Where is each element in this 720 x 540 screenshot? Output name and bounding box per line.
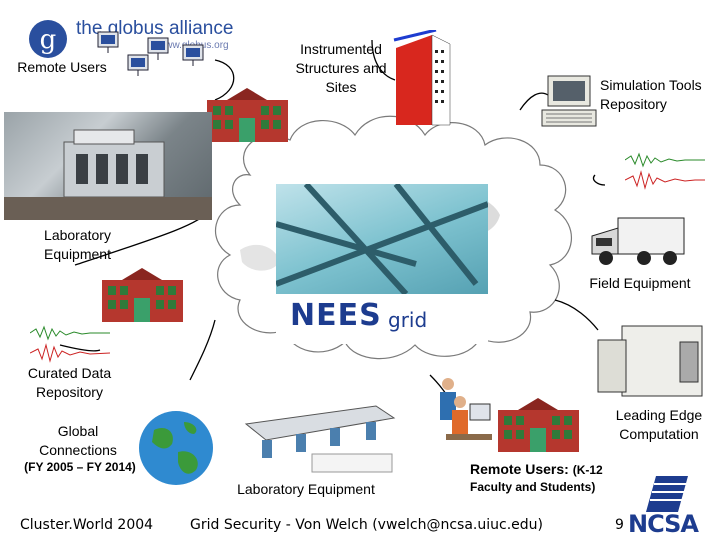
neesgrid-center-image: NEES grid [276,184,488,344]
label-remote-users-top: Remote Users [6,58,118,77]
label-instrumented: Instrumented Structures and Sites [286,40,396,97]
svg-text:g: g [40,25,57,55]
lab-equipment-photo-left [4,112,212,220]
label-curated: Curated Data Repository [12,364,127,402]
label-global-years: (FY 2005 – FY 2014) [10,458,150,477]
remote-users-people-icon [426,376,496,454]
label-global-connections: Global Connections [18,422,138,460]
building-icon-bottom [496,396,581,454]
connector-field [593,175,605,185]
ncsa-logo-text: NCSA [628,510,698,538]
neesgrid-logo-main: NEES [290,298,382,333]
field-truck-icon [588,212,688,268]
label-field-equipment: Field Equipment [570,274,710,293]
label-lab-equipment-bottom: Laboratory Equipment [206,480,406,499]
tower-icon [392,30,454,130]
neesgrid-logo-suffix: grid [388,308,427,332]
footer-left: Cluster.World 2004 [20,517,153,533]
ncsa-logo-mark [628,474,718,514]
label-lab-equipment-left: Laboratory Equipment [20,226,135,264]
ncsa-logo: NCSA [628,474,718,538]
footer-center: Grid Security - Von Welch (vwelch@ncsa.u… [190,517,543,533]
label-simulation: Simulation Tools Repository [600,76,710,114]
label-leading-edge: Leading Edge Computation [600,406,718,444]
connector-leading-edge [555,300,598,330]
seismogram-icon [625,150,705,192]
label-remote-users-bottom-a: Remote Users: [470,461,569,477]
lab-equipment-photo-bottom [226,384,404,476]
supercomputer-icon [594,322,706,400]
simulation-computer-icon [538,72,598,132]
building-icon-left [100,266,185,324]
footer-page-number: 9 [615,517,624,533]
label-remote-users-bottom-b: (K-12 [573,463,603,477]
building-icon [205,86,290,144]
seismogram-icon-left [30,325,110,365]
connector-global [190,320,215,380]
